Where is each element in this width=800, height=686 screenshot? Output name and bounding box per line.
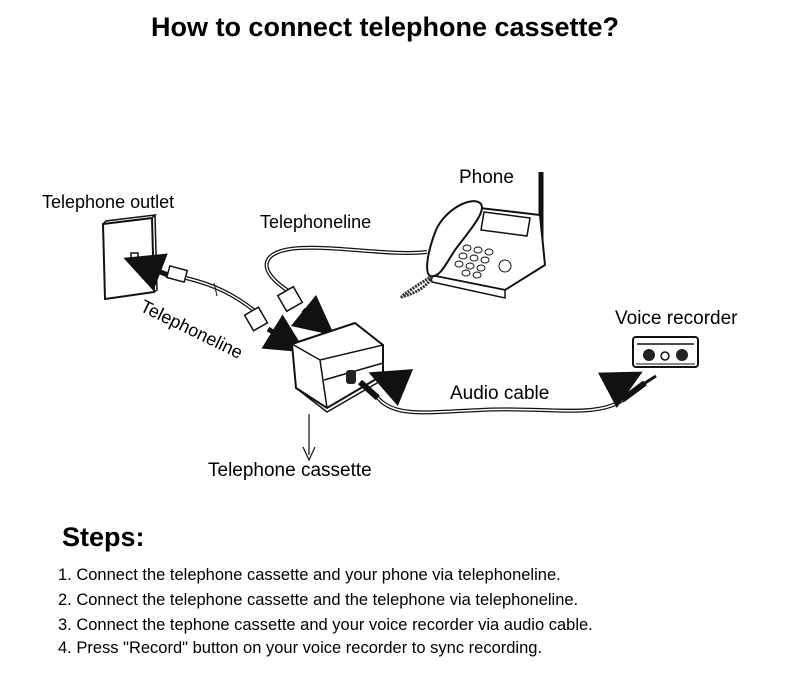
label-voice-recorder: Voice recorder: [615, 308, 738, 329]
step-item: 2. Connect the telephone cassette and th…: [58, 591, 579, 609]
arrow-into-cassette-top: [290, 294, 335, 336]
telephone-outlet-icon: [101, 213, 158, 301]
label-audio-cable: Audio cable: [450, 383, 550, 404]
step-item: 4. Press "Record" button on your voice r…: [58, 639, 543, 657]
phone-icon: [400, 172, 547, 299]
arrow-into-recorder: [597, 371, 643, 409]
label-telephone-outlet: Telephone outlet: [42, 192, 175, 212]
arrow-into-cassette-left: [261, 314, 307, 353]
telephoneline-phone-cable: [264, 245, 428, 313]
arrow-into-outlet: [123, 253, 169, 291]
label-telephoneline-top: Telephoneline: [260, 212, 372, 232]
cassette-pointer-arrowhead: [302, 446, 316, 462]
label-telephone-cassette: Telephone cassette: [208, 460, 372, 481]
arrow-into-cassette-audio: [368, 369, 414, 407]
step-item: 3. Connect the tephone cassette and your…: [58, 616, 593, 634]
voice-recorder-icon: [632, 336, 699, 368]
telephone-cassette-icon: [290, 321, 385, 413]
steps-list: 1. Connect the telephone cassette and yo…: [58, 564, 593, 662]
steps-heading: Steps:: [62, 522, 145, 552]
telephoneline-outlet-cable: [165, 264, 269, 332]
label-phone: Phone: [459, 167, 514, 188]
page-title: How to connect telephone cassette?: [150, 12, 620, 42]
step-item: 1. Connect the telephone cassette and yo…: [58, 566, 561, 584]
